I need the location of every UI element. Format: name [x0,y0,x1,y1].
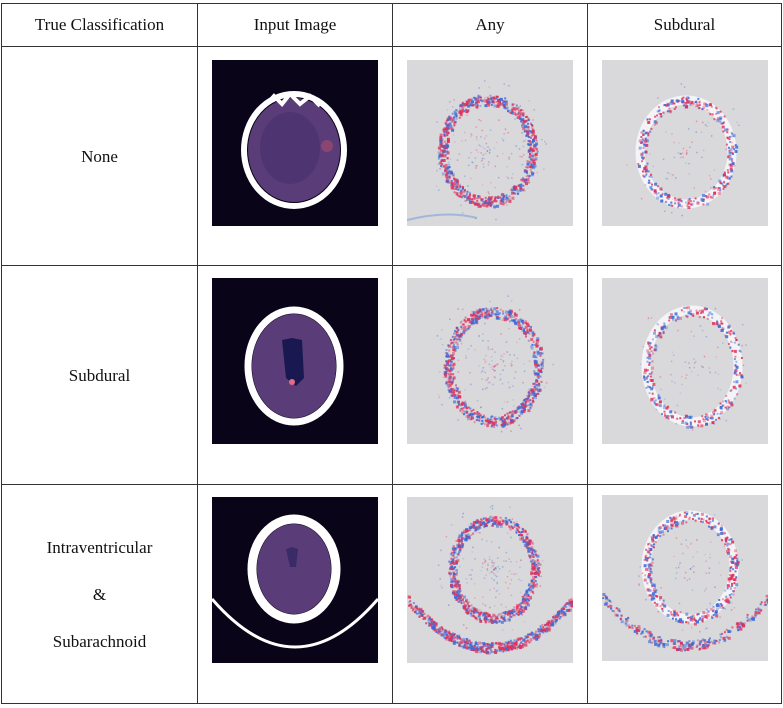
attribution-any-cell [392,484,588,704]
class-label: Subdural [68,365,131,385]
attribution-map-subdural [602,495,768,661]
class-label-line: Subarachnoid [52,631,147,651]
class-label-line: Intraventricular [46,537,153,557]
results-table: True Classification Input Image Any Subd… [1,3,782,704]
table-row: Intraventricular & Subarachnoid [1,484,782,704]
class-label-cell: None [1,46,198,266]
attribution-map-subdural [602,278,768,444]
attribution-any-cell [392,46,588,266]
header-input-image: Input Image [197,3,393,47]
class-label-cell: Subdural [1,265,198,485]
attribution-map-subdural [602,60,768,226]
table-row: None [1,46,782,266]
attribution-map-any [407,278,573,444]
header-true-classification: True Classification [1,3,198,47]
attribution-subdural-cell [587,265,782,485]
ct-scan-image [212,278,378,444]
header-subdural: Subdural [587,3,782,47]
table-row: Subdural [1,265,782,485]
input-image-cell [197,484,393,704]
ct-scan-image [212,60,378,226]
input-image-cell [197,265,393,485]
attribution-subdural-cell [587,46,782,266]
attribution-map-any [407,497,573,663]
class-label-line: & [92,584,107,604]
class-label-cell: Intraventricular & Subarachnoid [1,484,198,704]
attribution-subdural-cell [587,484,782,704]
header-any: Any [392,3,588,47]
attribution-map-any [407,60,573,226]
ct-scan-image [212,497,378,663]
attribution-any-cell [392,265,588,485]
input-image-cell [197,46,393,266]
header-row: True Classification Input Image Any Subd… [1,3,782,47]
class-label: None [81,146,118,166]
